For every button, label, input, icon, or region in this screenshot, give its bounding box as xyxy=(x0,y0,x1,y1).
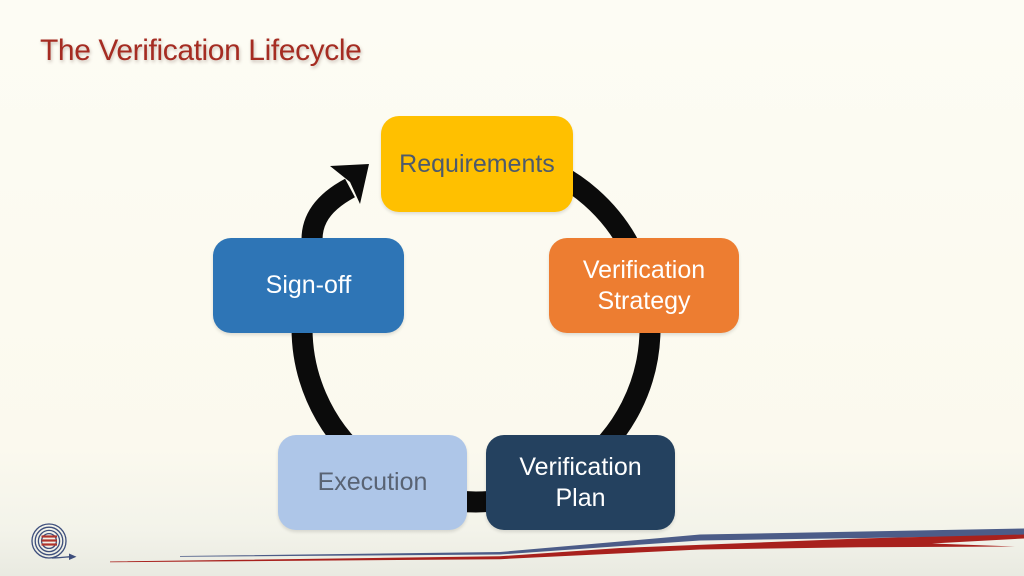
node-label: Verification Plan xyxy=(519,452,642,512)
node-verification-plan: Verification Plan xyxy=(486,435,675,530)
spiral-arrow-logo xyxy=(31,523,70,559)
node-label: Verification Strategy xyxy=(582,255,706,315)
cycle-arrowhead-icon xyxy=(330,164,369,204)
logo-ring xyxy=(34,526,64,556)
node-label: Sign-off xyxy=(265,271,352,299)
footer-stripe-blue xyxy=(180,528,1024,557)
node-requirements: Requirements xyxy=(381,116,573,212)
node-verification-strategy: Verification Strategy xyxy=(549,238,739,333)
node-sign-off: Sign-off xyxy=(213,238,404,333)
logo-list-lines xyxy=(41,535,57,546)
footer-stripe-red xyxy=(110,534,1024,563)
node-execution: Execution xyxy=(278,435,467,530)
logo-arrow-shaft xyxy=(51,556,70,559)
logo-ring xyxy=(31,523,67,559)
node-label: Execution xyxy=(317,468,428,496)
logo-arrowhead-icon xyxy=(69,553,77,560)
page-title: The Verification Lifecycle xyxy=(40,34,362,67)
node-label: Requirements xyxy=(399,149,555,178)
logo-ring xyxy=(37,529,61,553)
